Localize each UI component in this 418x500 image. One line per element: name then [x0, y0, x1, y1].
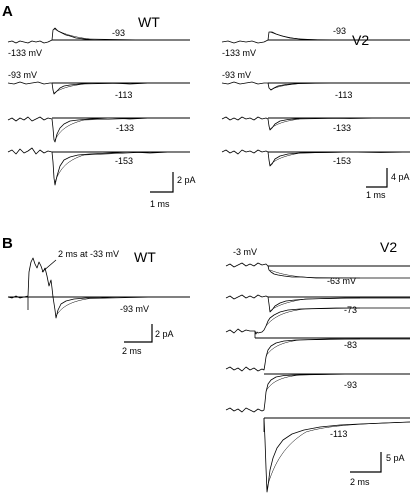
panel-a-wt-trace-3: [7, 116, 190, 143]
panel-a-v2-trace-1: [221, 31, 410, 44]
panel-a-wt: WT -93 -133 mV -93 mV -113 -133: [7, 14, 196, 209]
panel-b-v2-trace-3: [225, 307, 410, 339]
panel-a-wt-label-4: -113: [115, 90, 132, 100]
panel-b-v2-label-5: -93: [344, 380, 357, 390]
panel-a-v2-label-6: -153: [333, 156, 351, 166]
panel-a-wt-scale-x: 1 ms: [150, 199, 170, 209]
panel-a-wt-scale-y: 2 pA: [177, 175, 196, 185]
panel-b-v2-scale-bar: [350, 452, 382, 473]
panel-a-v2-scale-x: 1 ms: [366, 190, 386, 200]
panel-b-v2-label-3: -73: [344, 305, 357, 315]
panel-a-v2-label-5: -133: [333, 123, 351, 133]
panel-a-v2-label-4: -113: [335, 90, 352, 100]
panel-b-wt-label: -93 mV: [120, 304, 149, 314]
panel-a-v2-label-2: -133 mV: [222, 48, 256, 58]
panel-b-wt-annotation: 2 ms at -33 mV: [58, 249, 119, 259]
panel-b-v2-trace-4: [225, 338, 410, 375]
panel-b-v2-scale-x: 2 ms: [350, 477, 370, 487]
panel-a-v2-trace-2: [221, 81, 410, 91]
panel-b-v2-trace-5: [225, 373, 410, 419]
panel-b-v2-trace-2: [225, 294, 410, 313]
panel-a-v2-label-1: -93: [333, 26, 346, 36]
panel-a-wt-label-5: -133: [116, 123, 134, 133]
panel-a-v2-trace-4: [221, 149, 411, 167]
panel-a-wt-label-2: -133 mV: [8, 48, 42, 58]
panel-a-wt-label-1: -93: [112, 28, 125, 38]
panel-b-wt: WT 2 ms at -33 mV -93 mV 2 pA 2 ms: [7, 249, 190, 356]
panel-b-v2: V2 -3 mV -63 mV -73 -83 -: [225, 239, 411, 493]
panel-b-v2-label-6: -113: [330, 429, 347, 439]
panel-a-v2-label-3: -93 mV: [222, 70, 251, 80]
panel-a-v2: V2 -93 -133 mV -93 mV -113 -133: [221, 26, 411, 200]
panel-b-v2-scale-y: 5 pA: [386, 453, 405, 463]
panel-b-wt-trace: [7, 257, 190, 319]
panel-a-wt-title: WT: [138, 14, 160, 30]
panel-b-v2-trace-6: [263, 417, 411, 493]
panel-b-v2-label-1: -3 mV: [233, 247, 257, 257]
panel-b-wt-scale-y: 2 pA: [155, 329, 174, 339]
panel-b-v2-label-4: -83: [344, 340, 357, 350]
panel-a-letter: A: [2, 3, 13, 20]
panel-a-wt-trace-4: [7, 147, 190, 186]
panel-b-letter: B: [2, 235, 13, 252]
panel-a-v2-scale-bar: [366, 168, 388, 188]
panel-b-v2-trace-1: [225, 262, 410, 279]
panel-a-wt-trace-2: [7, 81, 190, 95]
panel-a-wt-label-3: -93 mV: [8, 70, 37, 80]
panel-a-v2-trace-3: [221, 116, 410, 131]
panel-a-wt-trace-1: [7, 27, 190, 44]
panel-a-wt-label-6: -153: [115, 156, 133, 166]
panel-b-wt-title: WT: [134, 249, 156, 265]
panel-b-v2-title: V2: [380, 239, 397, 255]
panel-b-wt-scale-x: 2 ms: [122, 346, 142, 356]
panel-a-wt-scale-bar: [150, 172, 174, 193]
panel-b-wt-scale-bar: [124, 324, 153, 343]
panel-b-v2-label-2: -63 mV: [327, 276, 356, 286]
panel-a-v2-scale-y: 4 pA: [391, 172, 410, 182]
